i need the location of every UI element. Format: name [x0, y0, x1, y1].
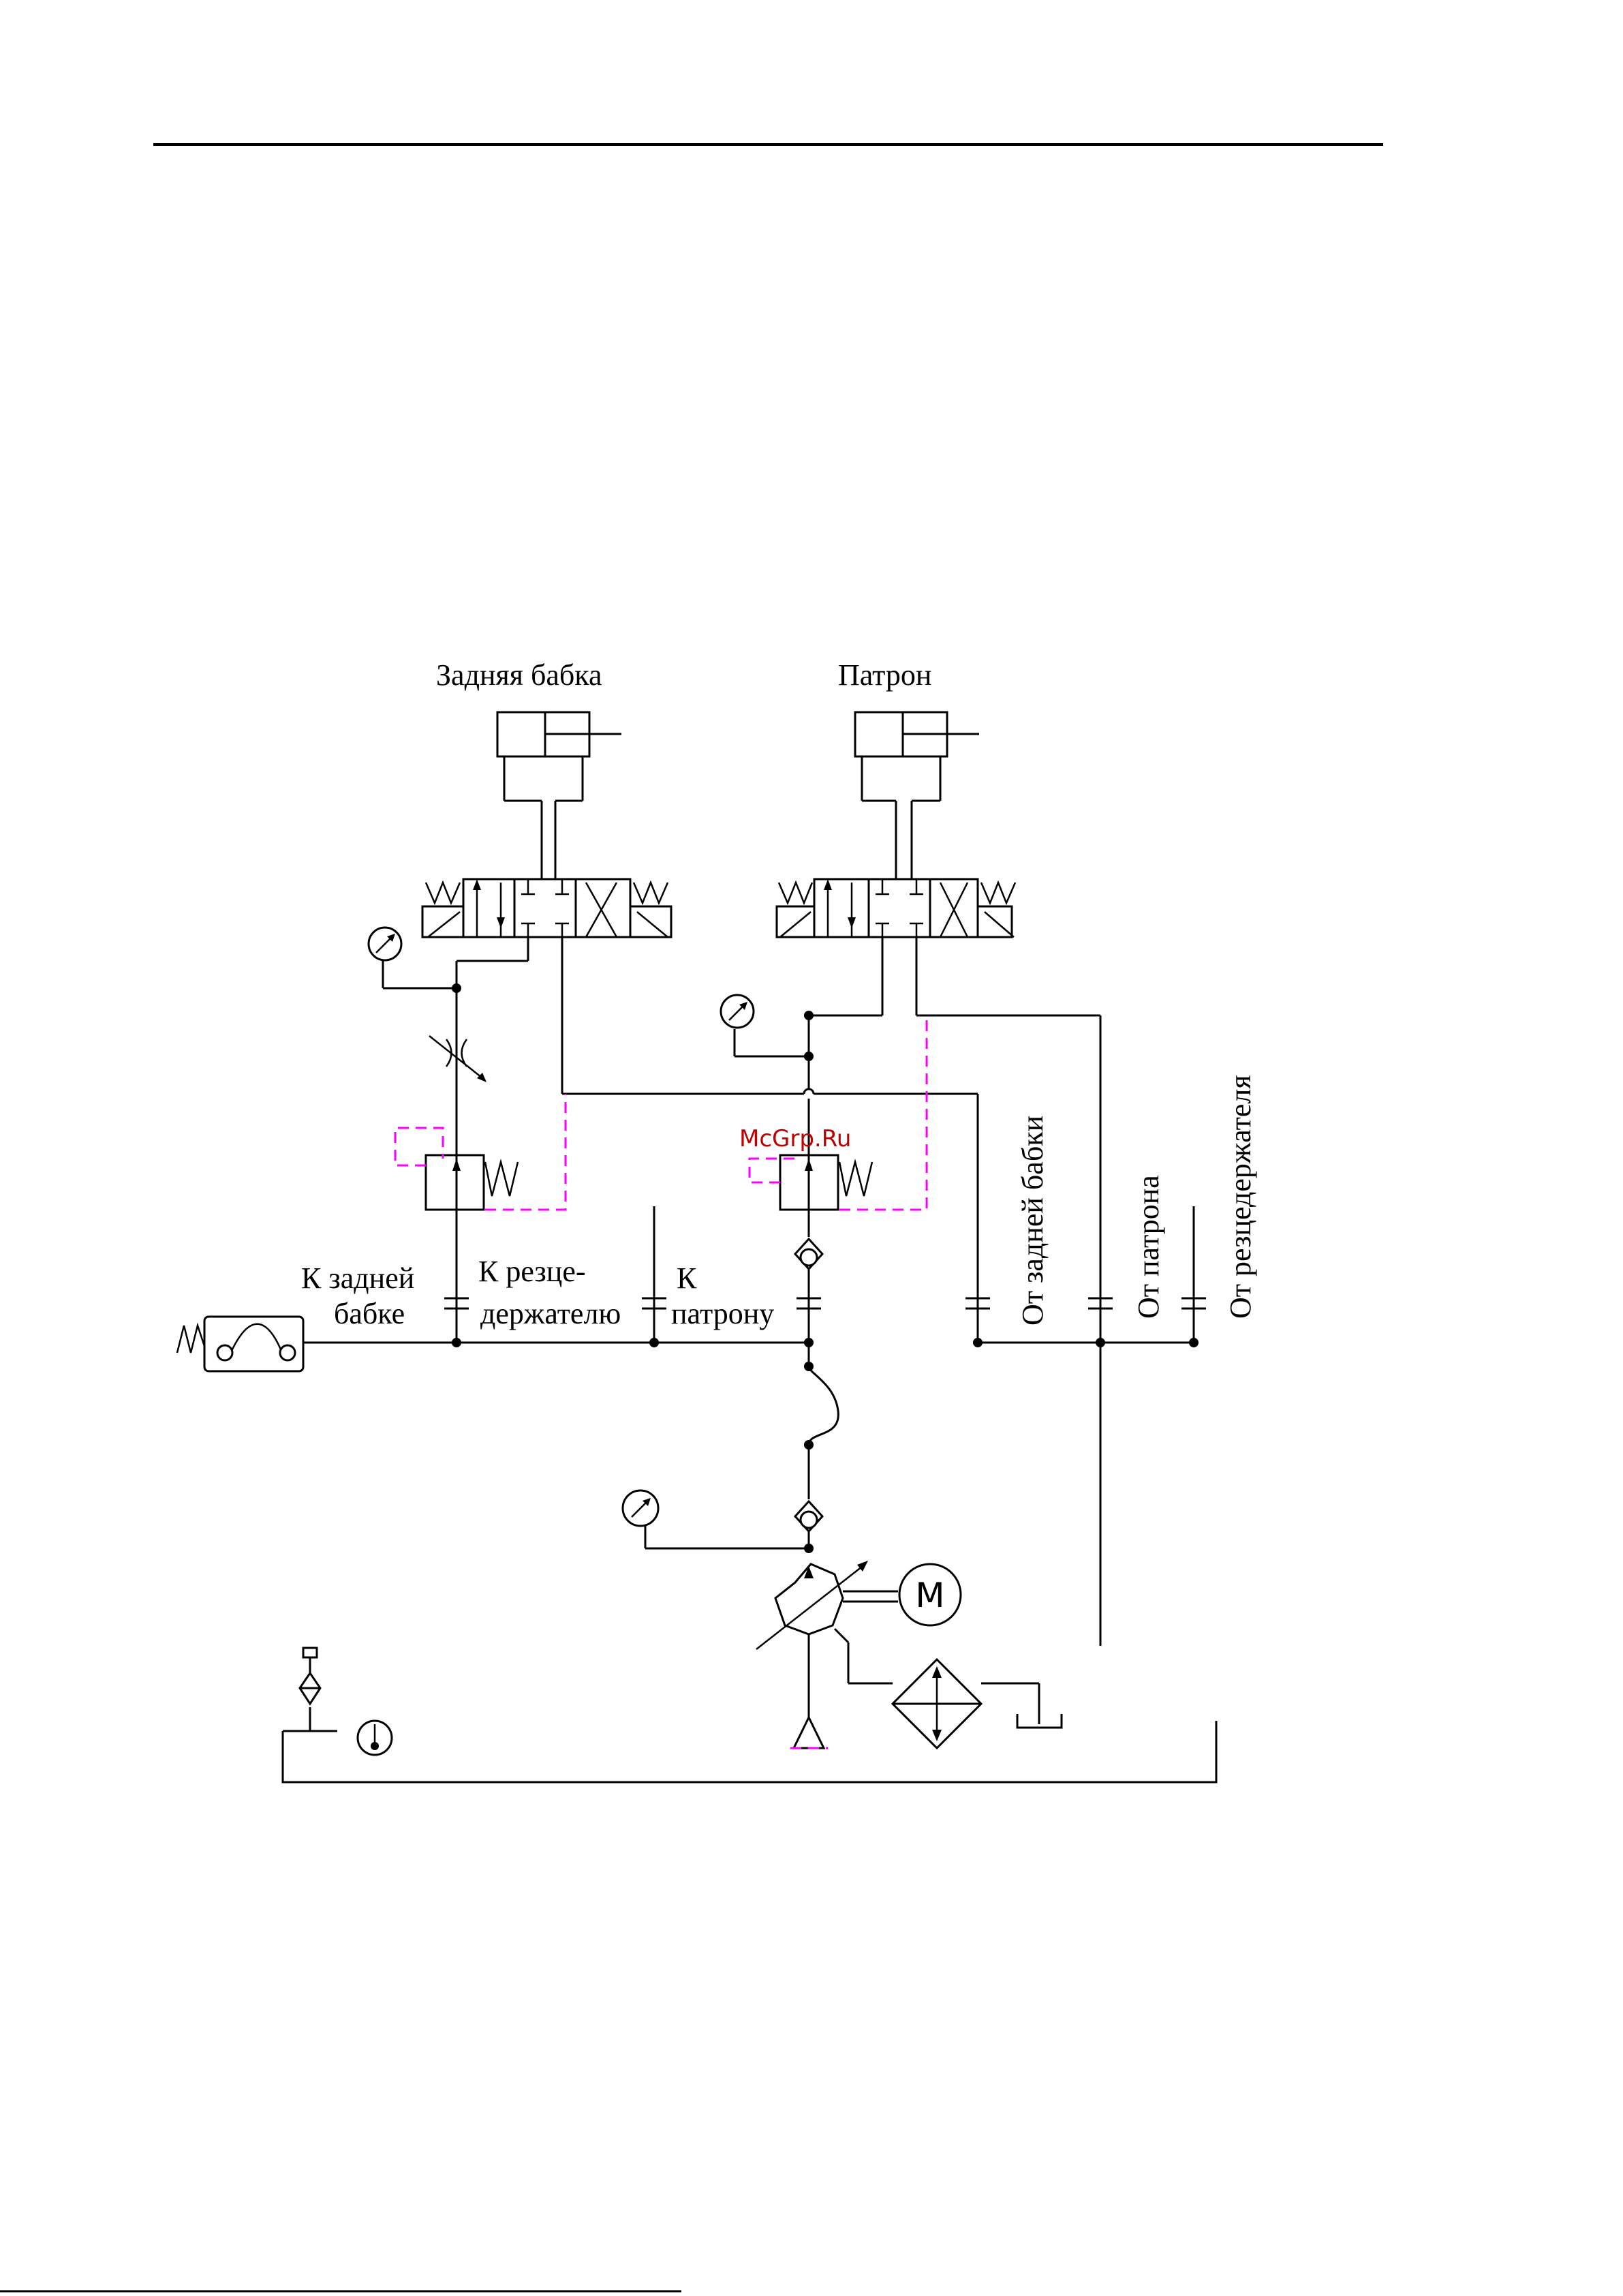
- to-tailstock-label-1: К задней: [301, 1261, 414, 1295]
- pump-check-valve-icon: [795, 1501, 822, 1553]
- chuck-pressure-gauge-icon: [721, 995, 754, 1028]
- chuck-directional-valve: [777, 879, 1015, 937]
- watermark-text: McGrp.Ru: [739, 1125, 851, 1152]
- temperature-gauge-icon: [358, 1721, 392, 1755]
- chuck-cylinder: [855, 712, 979, 879]
- coupling-from-toolholder: [1181, 1206, 1206, 1343]
- breather-filter-icon: [300, 1648, 320, 1704]
- electric-motor-icon: M: [899, 1564, 961, 1625]
- chuck-reducing-valve: [749, 1019, 927, 1210]
- coupling-to-tailstock: [444, 1298, 469, 1343]
- from-tailstock-label: От задней бабки: [1016, 1116, 1049, 1326]
- supply-header: [303, 1338, 814, 1371]
- coupling-to-toolholder: [642, 1206, 666, 1343]
- motor-label: M: [915, 1576, 944, 1615]
- coupling-to-chuck: [797, 1298, 821, 1343]
- to-chuck-label-1: К: [677, 1261, 697, 1295]
- to-toolholder-label-1: К резце-: [478, 1255, 586, 1288]
- tailstock-title: Задняя бабка: [436, 658, 602, 692]
- from-toolholder-label: От резцедержателя: [1224, 1075, 1257, 1319]
- tailstock-directional-valve: [422, 879, 671, 937]
- variable-pump-icon: [756, 1561, 898, 1748]
- coupling-from-tailstock: [965, 1298, 990, 1343]
- reservoir-tank: [283, 1707, 1216, 1782]
- pressure-switch-icon: [177, 1317, 303, 1371]
- chuck-title: Патрон: [838, 658, 931, 692]
- return-header: [973, 1338, 1199, 1347]
- throttle-valve-icon: [429, 1036, 486, 1082]
- to-tailstock-label-2: бабке: [334, 1297, 405, 1330]
- to-chuck-label-2: патрону: [671, 1297, 774, 1330]
- check-valve-icon: [795, 1210, 822, 1298]
- from-chuck-label: От патрона: [1132, 1175, 1165, 1319]
- pump-pressure-gauge-icon: [623, 1490, 809, 1548]
- to-toolholder-label-2: держателю: [480, 1297, 621, 1330]
- pressure-gauge-icon: [369, 928, 401, 960]
- tailstock-cylinder: [497, 712, 621, 879]
- tailstock-reducing-valve: [395, 1094, 566, 1210]
- flexible-hose: [809, 1366, 838, 1445]
- filter-icon: [893, 1659, 1039, 1748]
